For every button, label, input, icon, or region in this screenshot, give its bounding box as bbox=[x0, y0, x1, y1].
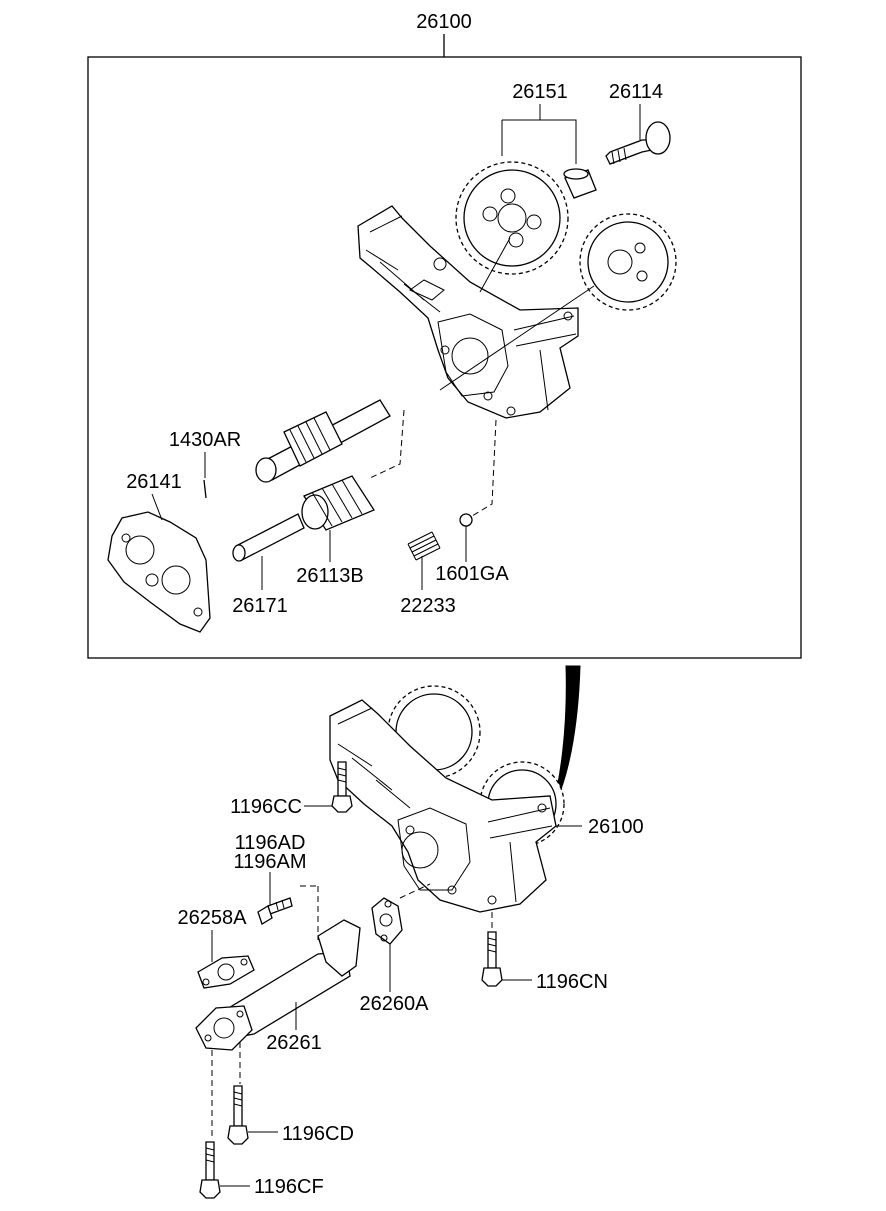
label-gasket-b: 26260A bbox=[360, 993, 430, 1015]
assembled-view-group bbox=[195, 665, 582, 1199]
label-bolt-cc: 1196CC bbox=[230, 796, 302, 818]
drive-rotor-part bbox=[255, 399, 391, 483]
driven-rotor-part bbox=[301, 475, 375, 531]
relief-ball-part bbox=[459, 513, 473, 527]
label-pin: 1430AR bbox=[169, 429, 241, 451]
part-number-labels: 26100 26151 26114 1430AR 26141 26171 261… bbox=[126, 11, 663, 1198]
bushing-part bbox=[563, 168, 597, 199]
label-strainer-pipe: 26261 bbox=[266, 1032, 322, 1054]
label-assembly-top: 26100 bbox=[416, 11, 472, 33]
label-bolt-cf: 1196CF bbox=[254, 1176, 324, 1198]
assembled-pump-body bbox=[329, 685, 565, 913]
bolt-1196cc-part bbox=[331, 761, 353, 813]
label-gear-shaft: 26114 bbox=[609, 81, 663, 103]
gasket-26258a-part bbox=[197, 955, 255, 989]
label-gasket-a: 26258A bbox=[178, 907, 248, 929]
strainer-pipe-part bbox=[195, 919, 361, 1051]
bolt-1196cf-part bbox=[199, 1141, 221, 1199]
pump-cover-part bbox=[107, 511, 211, 633]
label-assembly-side: 26100 bbox=[588, 816, 644, 838]
label-bolt-am: 1196AM bbox=[233, 851, 306, 873]
spring-part bbox=[407, 531, 441, 561]
pump-body-part bbox=[357, 205, 579, 419]
gasket-26260a-part bbox=[371, 897, 403, 945]
bolt-1196ad-part bbox=[257, 897, 293, 925]
gear-shaft-part bbox=[605, 121, 671, 165]
pin-part bbox=[203, 479, 207, 499]
label-rotor-shaft: 26171 bbox=[232, 595, 288, 617]
rotor-shaft-part bbox=[232, 513, 305, 562]
drive-gear-part bbox=[455, 161, 569, 275]
bolt-1196cn-part bbox=[481, 931, 503, 987]
label-bolt-cd: 1196CD bbox=[282, 1123, 354, 1145]
label-spring: 22233 bbox=[400, 595, 456, 617]
label-bolt-ad: 1196AD bbox=[235, 832, 306, 854]
label-cover: 26141 bbox=[126, 471, 182, 493]
label-driven-rotor: 26113B bbox=[296, 565, 363, 587]
exploded-view-group bbox=[87, 34, 802, 659]
label-relief-ball: 1601GA bbox=[435, 563, 509, 585]
label-bolt-cn: 1196CN bbox=[536, 971, 608, 993]
label-drive-gear-set: 26151 bbox=[512, 81, 568, 103]
bolt-1196cd-part bbox=[227, 1085, 249, 1145]
driven-gear-part bbox=[579, 213, 677, 311]
